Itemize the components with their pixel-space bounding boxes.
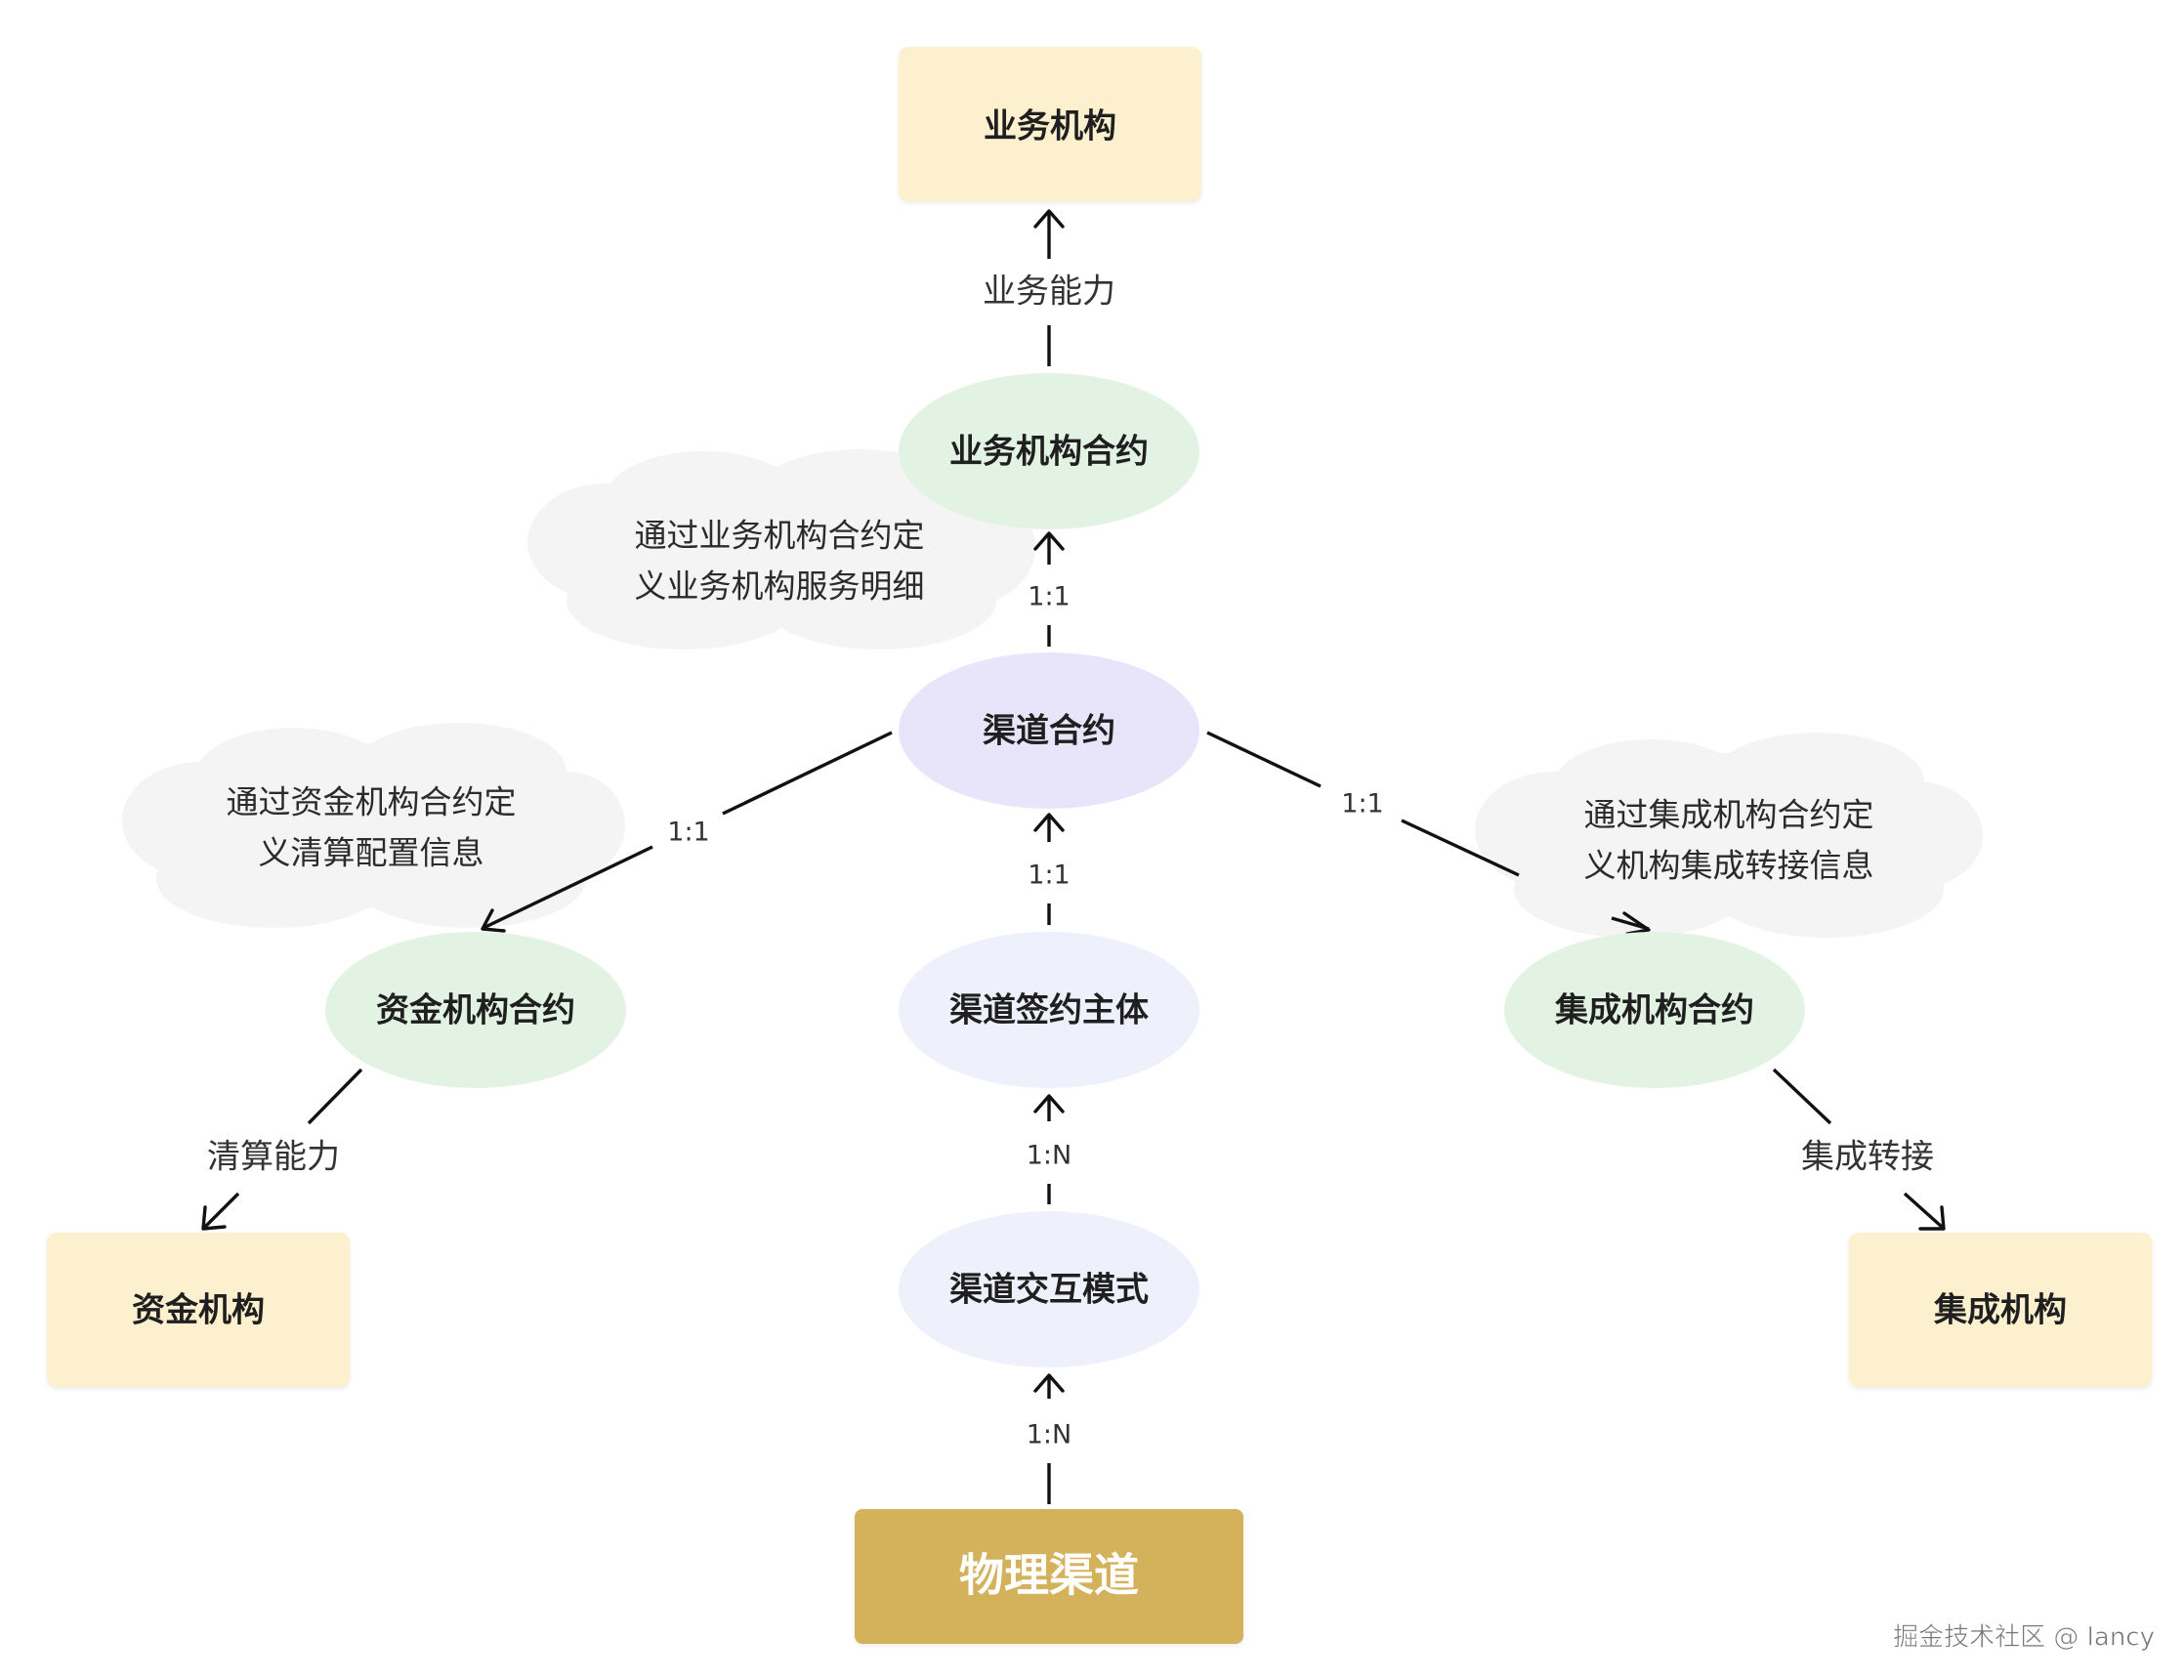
arrowhead-channel-contract bbox=[1033, 813, 1065, 832]
arrowhead-integration-org bbox=[1918, 1205, 1946, 1231]
edge-integration-transfer-upper bbox=[1772, 1068, 1832, 1125]
note-fund-line2: 义清算配置信息 bbox=[259, 834, 484, 872]
note-cloud-integration bbox=[1475, 733, 1983, 938]
node-channel-contract[interactable] bbox=[899, 652, 1199, 809]
edge-clearing-lower bbox=[203, 1192, 240, 1229]
node-business-org-label: 业务机构 bbox=[984, 107, 1116, 147]
arrowhead-fund-org bbox=[201, 1205, 227, 1231]
note-integration-line2: 义机构集成转接信息 bbox=[1584, 847, 1874, 885]
edge-integration-transfer-lower bbox=[1903, 1192, 1944, 1229]
label-ratio-business: 1:1 bbox=[1028, 582, 1070, 612]
arrowhead-business-org bbox=[1033, 209, 1065, 229]
note-integration-line1: 通过集成机构合约定 bbox=[1584, 796, 1874, 834]
node-fund-org[interactable] bbox=[47, 1233, 350, 1387]
edge-ratio-fund-lower bbox=[483, 845, 653, 930]
edge-ratio-fund-upper bbox=[722, 731, 893, 816]
label-ratio-fund: 1:1 bbox=[667, 818, 709, 848]
node-fund-org-label: 资金机构 bbox=[132, 1291, 265, 1330]
watermark: 掘金技术社区 @ lancy bbox=[1893, 1623, 2155, 1653]
label-integration-transfer: 集成转接 bbox=[1801, 1138, 1934, 1177]
node-integration-contract[interactable] bbox=[1504, 932, 1805, 1088]
node-business-contract[interactable] bbox=[899, 373, 1199, 529]
note-cloud-business bbox=[527, 449, 1035, 650]
label-ratio-interaction: 1:N bbox=[1027, 1141, 1071, 1171]
arrowhead-integration-contract bbox=[1622, 911, 1651, 936]
node-business-org[interactable] bbox=[899, 47, 1201, 201]
node-channel-contract-label: 渠道合约 bbox=[983, 712, 1115, 751]
node-fund-contract-label: 资金机构合约 bbox=[376, 991, 575, 1030]
arrowhead-fund-contract bbox=[481, 908, 506, 933]
node-physical-channel[interactable] bbox=[855, 1509, 1243, 1644]
edge-ratio-integration-tail bbox=[1611, 916, 1650, 931]
node-integration-org[interactable] bbox=[1849, 1233, 2152, 1387]
label-business-capability: 业务能力 bbox=[983, 273, 1115, 312]
arrowhead-signing-entity bbox=[1033, 1094, 1065, 1113]
label-ratio-physical: 1:N bbox=[1027, 1420, 1071, 1450]
edge-ratio-integration-lower bbox=[1401, 819, 1520, 877]
arrowhead-business-contract bbox=[1033, 531, 1065, 551]
node-fund-contract[interactable] bbox=[325, 932, 626, 1088]
label-clearing-capability: 清算能力 bbox=[207, 1138, 340, 1177]
edge-ratio-integration-upper bbox=[1206, 731, 1322, 788]
node-channel-interaction-mode-label: 渠道交互模式 bbox=[949, 1271, 1149, 1310]
node-channel-signing-entity[interactable] bbox=[899, 932, 1199, 1088]
arrowhead-interaction-mode bbox=[1033, 1373, 1065, 1393]
note-fund-line1: 通过资金机构合约定 bbox=[227, 783, 517, 821]
node-integration-org-label: 集成机构 bbox=[1933, 1291, 2067, 1330]
node-business-contract-label: 业务机构合约 bbox=[949, 433, 1149, 472]
node-physical-channel-label: 物理渠道 bbox=[959, 1549, 1139, 1602]
node-channel-interaction-mode[interactable] bbox=[899, 1211, 1199, 1367]
node-channel-signing-entity-label: 渠道签约主体 bbox=[949, 991, 1149, 1030]
note-business-line1: 通过业务机构合约定 bbox=[635, 517, 925, 555]
label-ratio-signing: 1:1 bbox=[1028, 861, 1070, 891]
note-cloud-fund bbox=[122, 723, 625, 928]
label-ratio-integration: 1:1 bbox=[1341, 789, 1383, 819]
edge-clearing-upper bbox=[307, 1068, 363, 1125]
note-business-line2: 义业务机构服务明细 bbox=[635, 567, 925, 606]
node-integration-contract-label: 集成机构合约 bbox=[1554, 991, 1754, 1030]
